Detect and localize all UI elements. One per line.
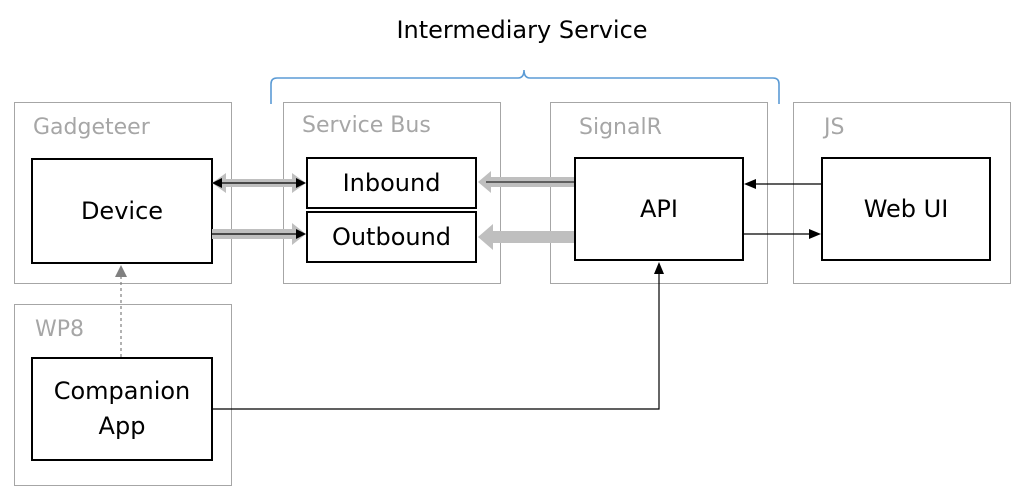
- device-label: Device: [80, 196, 164, 225]
- inbound-node: Inbound: [306, 157, 477, 209]
- api-node: API: [574, 157, 744, 261]
- api-label: API: [640, 194, 678, 223]
- intermediary-service-brace: [270, 69, 780, 104]
- outbound-node: Outbound: [306, 211, 477, 263]
- group-label-signalr: SignalR: [579, 115, 662, 140]
- companion-app-label-line2: App: [98, 412, 146, 440]
- outbound-label: Outbound: [331, 222, 452, 251]
- group-label-service-bus: Service Bus: [302, 113, 431, 138]
- companion-api-line: [213, 274, 660, 410]
- web-ui-node: Web UI: [821, 157, 991, 261]
- device-node: Device: [31, 158, 213, 264]
- group-label-gadgeteer: Gadgeteer: [33, 115, 150, 140]
- group-label-wp8: WP8: [35, 317, 85, 342]
- inbound-label: Inbound: [342, 168, 441, 197]
- intermediary-service-title: Intermediary Service: [396, 16, 648, 44]
- companion-app-node: Companion App: [31, 357, 213, 461]
- web-ui-label: Web UI: [863, 194, 949, 223]
- companion-app-label-line1: Companion: [53, 377, 191, 406]
- group-label-js: JS: [824, 115, 845, 140]
